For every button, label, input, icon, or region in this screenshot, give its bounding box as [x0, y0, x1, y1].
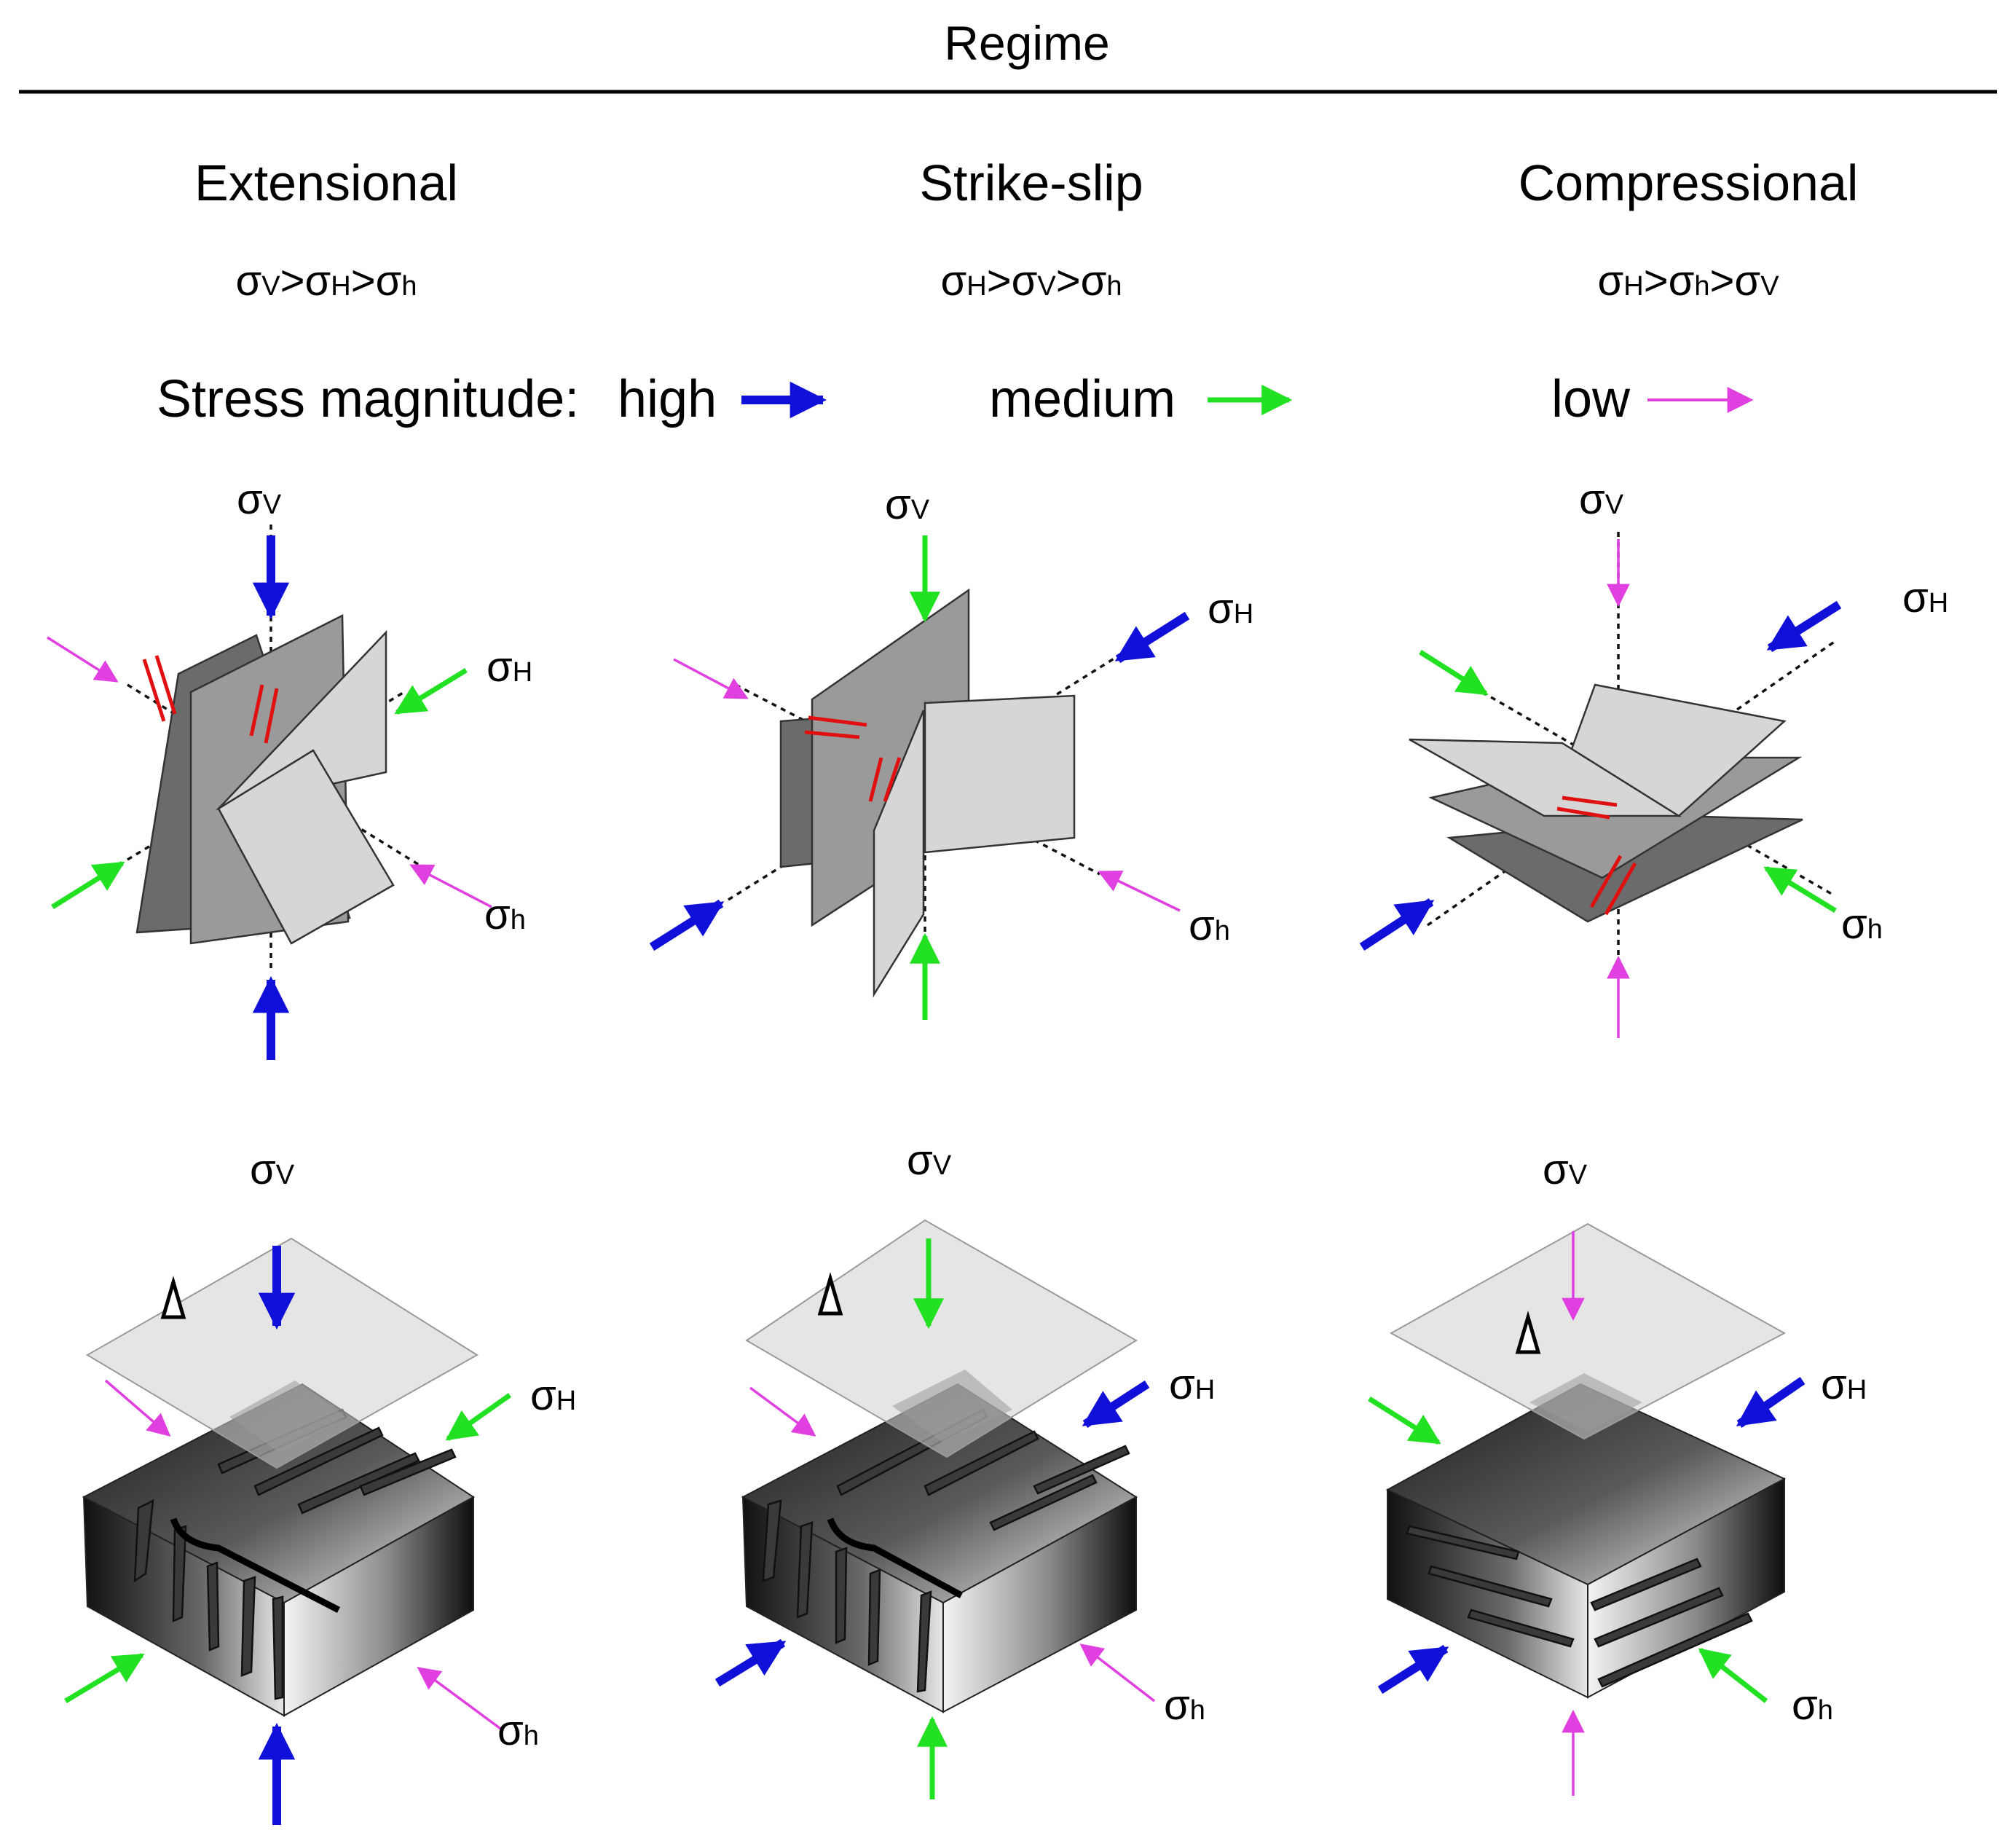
svg-text:σh: σh	[1841, 900, 1883, 948]
regime-title: Regime	[944, 16, 1109, 70]
compressional-sigma-h-right-arrow	[1766, 600, 1842, 653]
svg-text:σV: σV	[237, 476, 282, 523]
legend-high-label: high	[618, 370, 717, 428]
extensional-sigma-h-left-arrow	[51, 861, 125, 909]
extensional-sigma-hmin-left-arrow	[47, 636, 119, 683]
legend-label: Stress magnitude:	[157, 370, 579, 428]
svg-text:σV: σV	[907, 1136, 952, 1184]
column-heading-compressional: Compressional	[1519, 154, 1859, 211]
svg-text:σH: σH	[1169, 1361, 1215, 1408]
extensional-block-diagram: σV σH σh	[64, 1146, 576, 1825]
stress-order-strike-slip: σH>σV>σh	[940, 257, 1122, 305]
svg-text:σH: σH	[530, 1372, 576, 1419]
compressional-sigma-hmin-right-arrow	[1763, 866, 1837, 913]
compressional-block-diagram: σV σH σh	[1368, 1146, 1867, 1796]
svg-text:σH: σH	[1208, 585, 1253, 632]
compressional-fault-diagram: σV σH σh	[1359, 476, 1948, 1038]
column-heading-strike-slip: Strike-slip	[919, 154, 1143, 211]
svg-text:σh: σh	[484, 891, 526, 938]
compressional-sigma-h-left-arrow	[1359, 898, 1435, 951]
extensional-sigma-h-right-arrow	[394, 668, 468, 715]
stress-order-extensional: σV>σH>σh	[235, 257, 417, 305]
svg-text:σH: σH	[487, 643, 532, 691]
svg-text:σV: σV	[1579, 476, 1624, 523]
svg-text:σh: σh	[1164, 1681, 1205, 1729]
extensional-sigma-hmin-right-arrow	[409, 864, 492, 908]
column-heading-extensional: Extensional	[194, 154, 458, 211]
svg-text:σh: σh	[1792, 1681, 1833, 1729]
svg-text:σh: σh	[1189, 902, 1230, 949]
svg-text:σV: σV	[250, 1146, 295, 1193]
svg-text:σh: σh	[497, 1707, 539, 1754]
legend-low-label: low	[1551, 370, 1631, 428]
strike-slip-sigma-hmin-left-arrow	[673, 658, 749, 699]
stress-order-compressional: σH>σh>σV	[1597, 257, 1779, 305]
strike-slip-sigma-h-left-arrow	[649, 899, 725, 951]
strike-slip-block-diagram: σV σH σh	[714, 1136, 1215, 1799]
strike-slip-fault-diagram: σV σH σh	[649, 481, 1253, 1020]
svg-text:σH: σH	[1821, 1361, 1867, 1408]
compressional-sigma-hmin-left-arrow	[1419, 650, 1489, 696]
svg-text:σH: σH	[1902, 574, 1948, 621]
svg-text:σV: σV	[885, 481, 930, 528]
legend-medium-label: medium	[989, 370, 1176, 428]
svg-text:σV: σV	[1543, 1146, 1588, 1193]
strike-slip-sigma-h-right-arrow	[1114, 611, 1190, 664]
extensional-fault-diagram: σV σH σh	[47, 476, 532, 1060]
strike-slip-sigma-hmin-right-arrow	[1098, 871, 1181, 912]
